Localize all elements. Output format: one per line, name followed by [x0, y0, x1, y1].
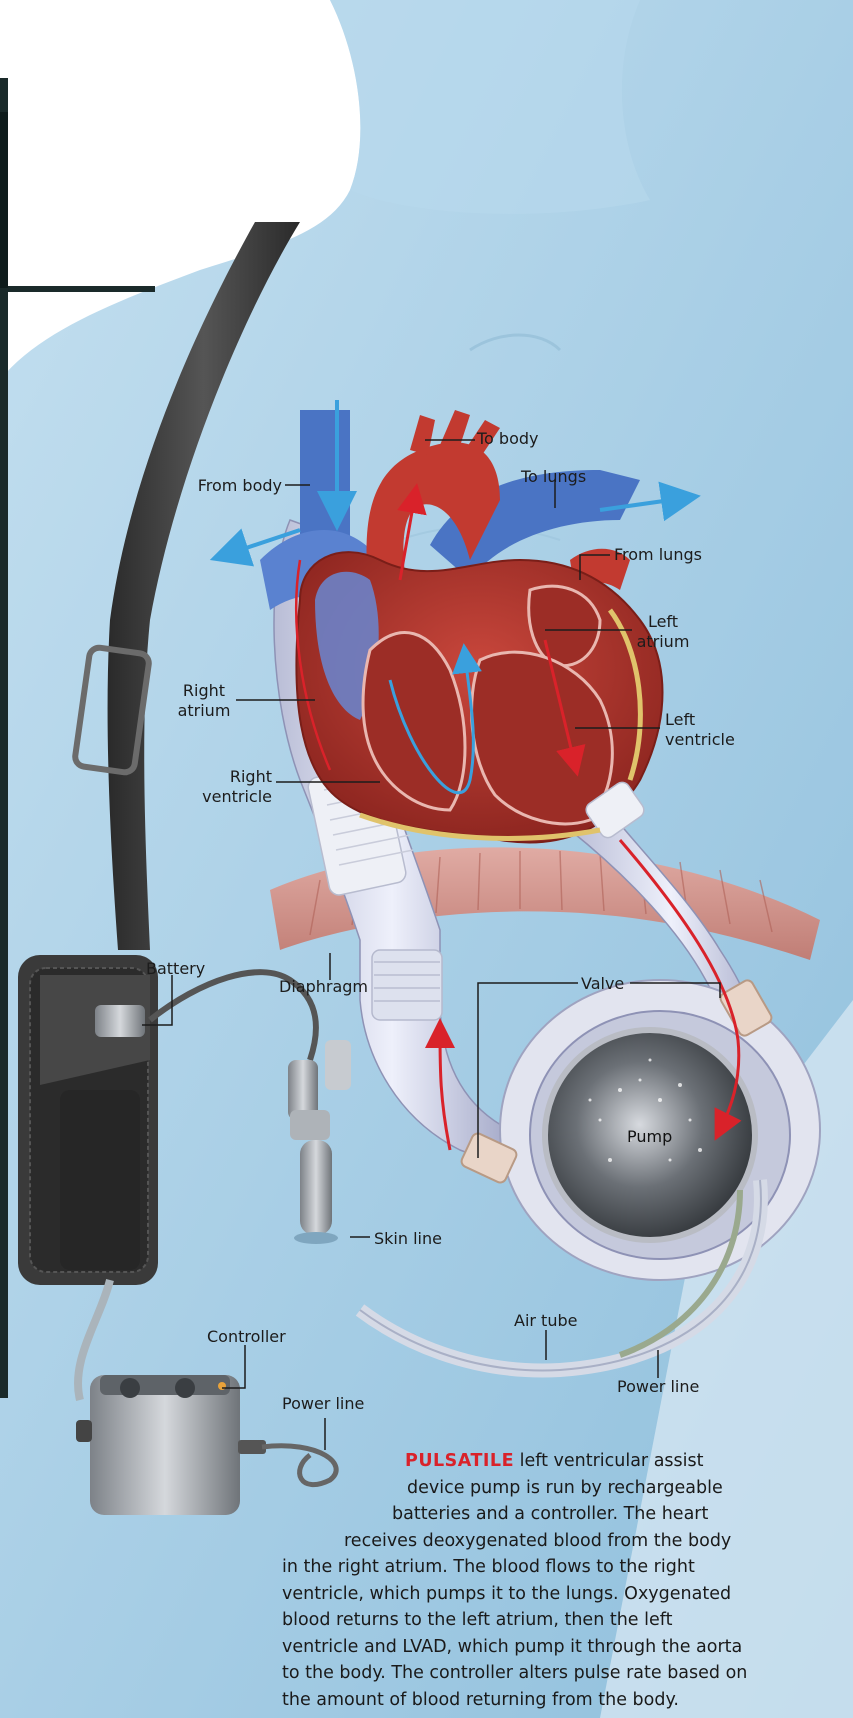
label-left-ventricle: Left ventricle: [665, 710, 735, 750]
caption-line-3: batteries and a controller. The heart: [272, 1501, 792, 1528]
caption-line-4: receives deoxygenated blood from the bod…: [272, 1528, 792, 1555]
caption-line-5: in the right atrium. The blood flows to …: [272, 1554, 792, 1581]
caption-line-8: ventricle and LVAD, which pump it throug…: [272, 1634, 792, 1661]
label-from-body: From body: [190, 476, 282, 496]
caption-line-2: device pump is run by rechargeable: [272, 1475, 792, 1502]
battery: [95, 1005, 145, 1037]
battery-pouch: [18, 955, 158, 1285]
caption-highlight: PULSATILE: [405, 1451, 514, 1471]
controller: [76, 1375, 266, 1515]
label-controller: Controller: [207, 1327, 286, 1347]
caption-line-9: to the body. The controller alters pulse…: [272, 1660, 792, 1687]
label-from-lungs: From lungs: [614, 545, 702, 565]
frame-line-horizontal: [0, 286, 155, 292]
label-right-atrium: Right atrium: [170, 681, 238, 721]
label-to-lungs: To lungs: [521, 467, 586, 487]
label-skin-line: Skin line: [374, 1229, 442, 1249]
caption-line-7: blood returns to the left atrium, then t…: [272, 1607, 792, 1634]
label-battery: Battery: [146, 959, 205, 979]
label-right-ventricle: Right ventricle: [190, 767, 272, 807]
caption-line-10: the amount of blood returning from the b…: [272, 1687, 792, 1714]
caption-line-6: ventricle, which pumps it to the lungs. …: [272, 1581, 792, 1608]
caption-line-1: left ventricular assist: [514, 1451, 703, 1471]
label-valve: Valve: [581, 974, 624, 994]
label-left-atrium: Left atrium: [628, 612, 698, 652]
caption: PULSATILE left ventricular assist device…: [272, 1448, 792, 1713]
label-power-line-pump: Power line: [617, 1377, 699, 1397]
label-to-body: To body: [477, 429, 539, 449]
label-power-line-controller: Power line: [282, 1394, 364, 1414]
label-pump: Pump: [627, 1127, 672, 1147]
label-air-tube: Air tube: [514, 1311, 577, 1331]
label-diaphragm: Diaphragm: [279, 977, 368, 997]
